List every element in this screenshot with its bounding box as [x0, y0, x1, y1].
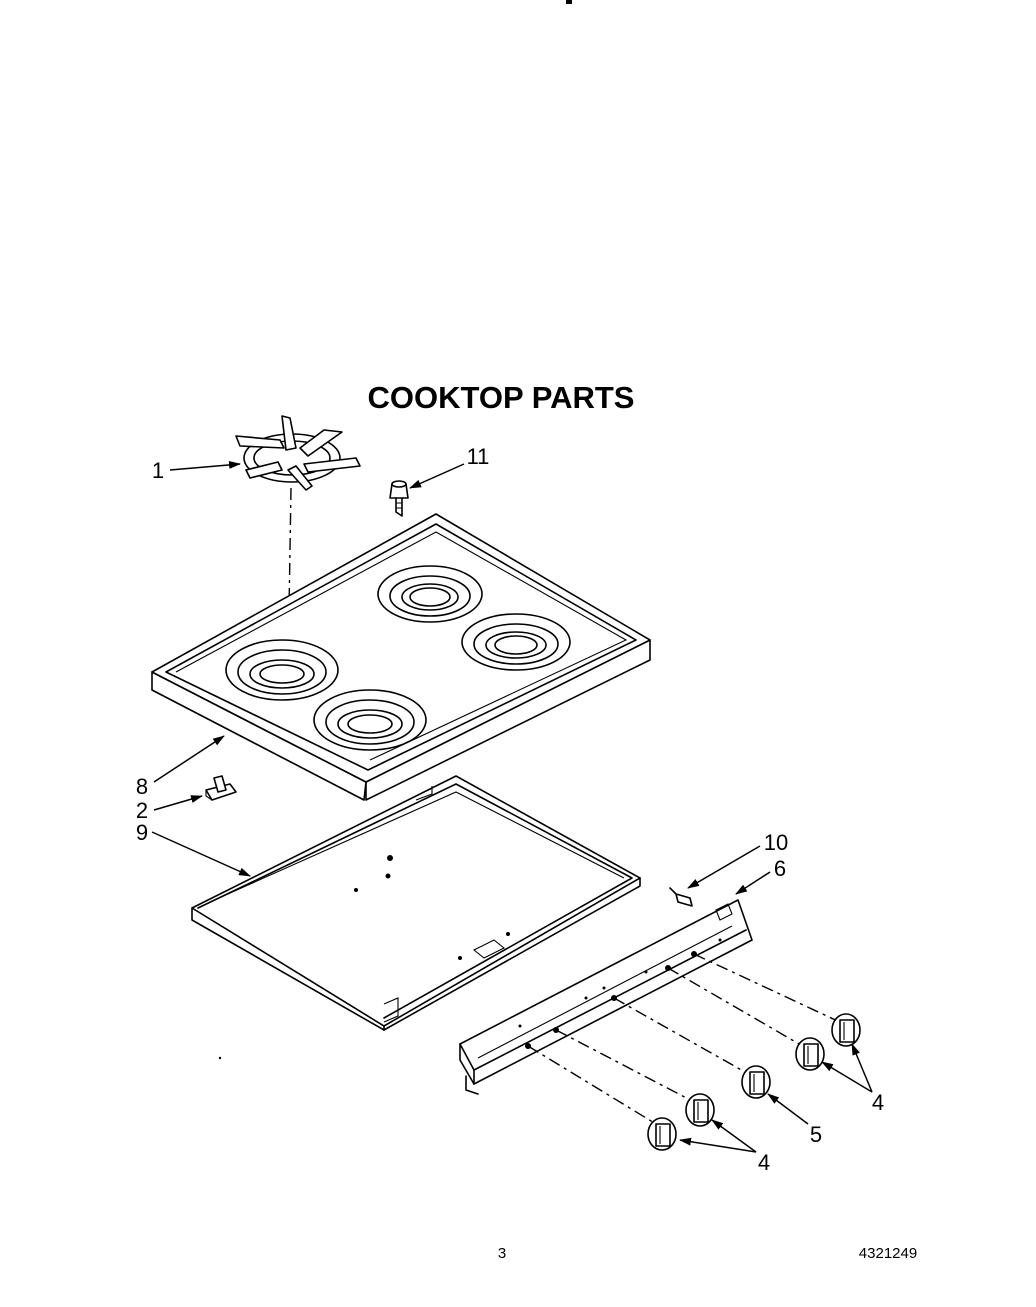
knob-3 [741, 1065, 771, 1099]
leader-10 [687, 845, 761, 889]
leader-6 [735, 871, 771, 895]
knob-4 [795, 1037, 825, 1071]
page-title: COOKTOP PARTS [368, 380, 635, 415]
manifold-panel-part [459, 899, 753, 1095]
callout-6: 6 [774, 856, 786, 881]
burner-grate-part [235, 415, 361, 491]
valve-line-4 [667, 967, 807, 1049]
leader-2 [153, 795, 203, 811]
knob-5 [831, 1013, 861, 1047]
callout-10: 10 [764, 830, 788, 855]
burner-front-right [461, 613, 571, 671]
burner-box-part [191, 775, 641, 1031]
leader-8 [153, 735, 225, 783]
leader-4b-2 [851, 1043, 873, 1093]
valve-line-2 [555, 1029, 699, 1105]
valve-line-1 [527, 1045, 657, 1125]
leader-1 [169, 460, 241, 471]
valve-line-3 [613, 997, 753, 1077]
callout-4-lower: 4 [758, 1150, 770, 1175]
burner-back-right [377, 565, 483, 623]
burner-back-left [225, 639, 339, 701]
orifice-part [669, 887, 693, 907]
callout-5: 5 [810, 1122, 822, 1147]
cooktop-main-part [151, 513, 651, 801]
document-number: 4321249 [859, 1245, 917, 1262]
callout-8: 8 [136, 774, 148, 799]
callout-9: 9 [136, 820, 148, 845]
callout-2: 2 [136, 798, 148, 823]
leader-4a-1 [679, 1137, 757, 1153]
leader-11 [409, 463, 465, 489]
leader-4a-2 [711, 1119, 757, 1153]
valve-line-5 [693, 953, 845, 1025]
callout-11: 11 [467, 444, 490, 469]
page-number: 3 [498, 1245, 506, 1262]
callout-1: 1 [152, 458, 164, 483]
leader-4b-1 [821, 1061, 873, 1093]
screw-part [389, 480, 409, 517]
leader-5 [767, 1093, 809, 1125]
callout-4-upper: 4 [872, 1090, 884, 1115]
clip-part [205, 775, 237, 801]
leader-9 [151, 831, 251, 877]
knob-2 [685, 1093, 715, 1127]
scan-mark [566, 0, 572, 4]
knob-1 [647, 1117, 677, 1151]
burner-front-left [313, 689, 427, 751]
